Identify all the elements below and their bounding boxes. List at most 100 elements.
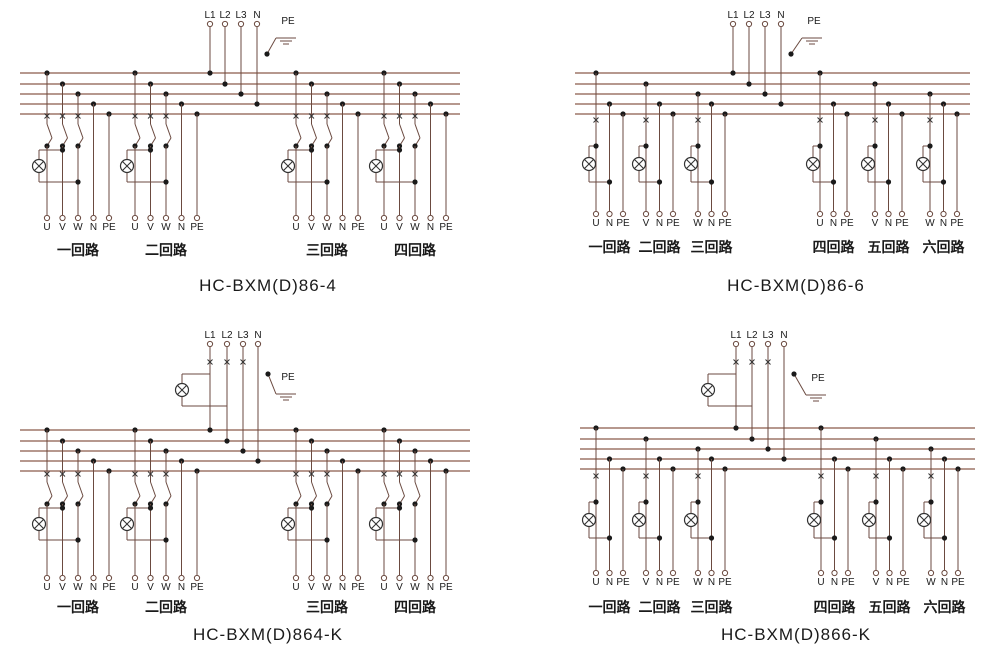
circuit-label: 五回路 <box>868 239 911 255</box>
lamp-icon-cross <box>686 159 696 169</box>
junction-dot <box>308 147 315 153</box>
junction-dot <box>59 505 66 511</box>
terminal-label: V <box>147 582 154 593</box>
bus-label: N <box>253 10 260 21</box>
terminal <box>442 214 450 222</box>
terminal <box>223 340 231 348</box>
terminal <box>954 569 962 577</box>
terminal <box>178 574 185 582</box>
terminal-label: PE <box>666 577 680 588</box>
circuit-label: 一回路 <box>57 242 100 258</box>
junction-dot <box>695 143 701 149</box>
terminal-label: PE <box>841 577 855 588</box>
terminal <box>162 214 170 222</box>
terminal-label: PE <box>616 577 630 588</box>
junction-dot <box>656 179 663 185</box>
bus-label: L3 <box>759 10 771 21</box>
terminal <box>642 569 650 577</box>
bus-label: L2 <box>743 10 755 21</box>
bus-label: N <box>780 330 787 341</box>
terminal <box>43 214 51 222</box>
terminal-label: N <box>940 218 947 229</box>
terminal-label: N <box>178 222 185 233</box>
terminal-label: V <box>396 222 403 233</box>
switch-blade <box>311 123 317 139</box>
terminal <box>131 214 139 222</box>
terminal <box>886 569 893 577</box>
bus-label: N <box>254 330 261 341</box>
circuit-label: 一回路 <box>589 599 632 615</box>
switch-blade <box>295 481 302 497</box>
circuit-label: 五回路 <box>869 599 912 615</box>
terminal-label: U <box>43 222 50 233</box>
junction-dot <box>396 147 403 153</box>
lamp-icon-cross <box>634 159 644 169</box>
breaker-x-mark <box>381 471 387 477</box>
terminal <box>411 214 419 222</box>
breaker-x-mark <box>817 117 823 123</box>
terminal-label: V <box>308 222 315 233</box>
lamp-icon-cross <box>863 159 873 169</box>
terminal <box>147 574 154 582</box>
terminal <box>777 20 785 28</box>
junction-dot <box>730 70 736 76</box>
terminal-label: W <box>926 577 936 588</box>
junction-dot <box>695 499 701 505</box>
terminal <box>606 569 613 577</box>
circuit-label: 三回路 <box>691 239 734 255</box>
terminal <box>844 569 852 577</box>
terminal <box>105 574 113 582</box>
breaker-x-mark <box>308 471 315 477</box>
breaker-x-mark <box>593 117 599 123</box>
switch-blade <box>77 123 84 139</box>
switch-blade <box>295 123 302 139</box>
terminal-label: N <box>90 222 97 233</box>
bus-label: L3 <box>237 330 249 341</box>
terminal-label: V <box>643 577 650 588</box>
diagram-title: HC-BXM(D)864-K <box>193 625 343 644</box>
terminal-label: PE <box>439 582 453 593</box>
switch-blade <box>165 481 172 497</box>
junction-dot <box>749 436 755 442</box>
junction-dot <box>817 143 823 149</box>
junction-dot <box>255 458 261 464</box>
junction-dot <box>265 371 271 377</box>
terminal <box>292 574 300 582</box>
junction-dot <box>818 499 824 505</box>
breaker-x-mark <box>396 471 403 477</box>
pe-label: PE <box>281 16 295 27</box>
circuit-label: 四回路 <box>814 599 857 615</box>
terminal <box>899 569 907 577</box>
lamp-icon-cross <box>703 385 713 395</box>
terminal <box>339 574 346 582</box>
terminal-label: PE <box>616 218 630 229</box>
terminal <box>90 214 97 222</box>
breaker-x-mark <box>207 359 213 365</box>
terminal-label: W <box>410 222 420 233</box>
junction-dot <box>746 81 752 87</box>
terminal <box>354 214 362 222</box>
terminal <box>253 20 261 28</box>
junction-dot <box>872 143 878 149</box>
lamp-icon-cross <box>177 385 187 395</box>
terminal <box>708 210 715 218</box>
breaker-x-mark <box>695 117 701 123</box>
terminal-label: N <box>606 577 613 588</box>
junction-dot <box>254 101 260 107</box>
pe-lead <box>793 373 807 396</box>
breaker-x-mark <box>873 473 879 479</box>
breaker-x-mark <box>928 473 934 479</box>
diagram-title: HC-BXM(D)866-K <box>721 625 871 644</box>
breaker-x-mark <box>412 471 418 477</box>
bus-label: L1 <box>727 10 739 21</box>
switch-blade <box>134 123 141 139</box>
circuit-label: 二回路 <box>639 599 682 615</box>
terminal <box>606 210 613 218</box>
lamp-icon-cross <box>808 159 818 169</box>
breaker-x-mark <box>593 473 599 479</box>
terminal <box>105 214 113 222</box>
terminal <box>761 20 769 28</box>
breaker-x-mark <box>872 117 878 123</box>
terminal <box>90 574 97 582</box>
